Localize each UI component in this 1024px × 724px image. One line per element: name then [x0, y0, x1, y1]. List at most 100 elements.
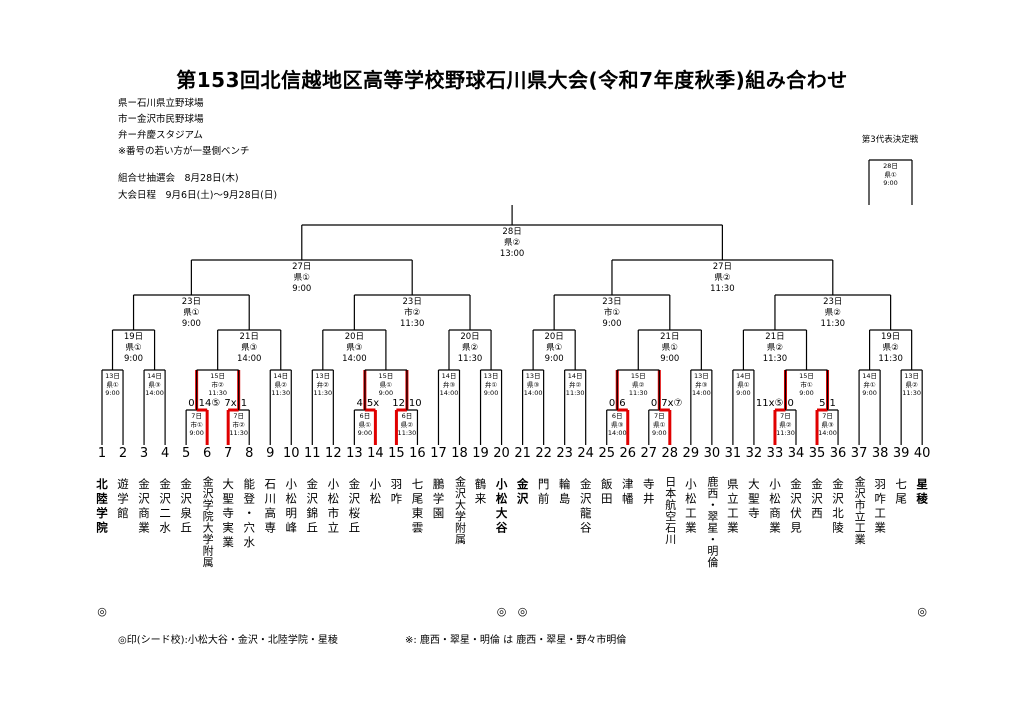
team-name: 大聖寺	[746, 478, 761, 522]
slot-number: 4	[160, 446, 170, 461]
match-venue: 県②	[824, 308, 841, 318]
match-venue: 県①	[358, 420, 372, 429]
match-date: 15日	[799, 372, 814, 380]
slot-number: 16	[409, 446, 426, 461]
team-name: 星稜	[915, 478, 930, 507]
team-name: 能登・穴水	[242, 478, 257, 551]
slot-number: 20	[493, 446, 510, 461]
match-venue: 県①	[661, 343, 678, 353]
match-venue: 県②	[400, 420, 414, 429]
score-right: 5x	[366, 398, 380, 409]
match-time: 14:00	[818, 429, 837, 437]
match-venue: 県②	[714, 273, 731, 283]
match-venue: 県②	[766, 343, 784, 353]
page-title: 第153回北信越地区高等学校野球石川県大会(令和7年度秋季)組み合わせ	[176, 68, 848, 92]
match-venue: 弁③	[442, 380, 456, 389]
match-venue: 県②	[779, 420, 792, 429]
team-name: 小松	[368, 478, 383, 507]
match-venue: 県②	[274, 380, 287, 389]
slot-number: 33	[766, 446, 784, 461]
team-name: 金沢桜丘	[347, 478, 362, 536]
joint-team-note: ※: 鹿西・翠星・明倫 は 鹿西・翠星・野々市明倫	[405, 635, 627, 646]
team-name: 羽咋工業	[873, 478, 888, 536]
team-name: 門前	[536, 478, 551, 507]
match-venue: 市①	[190, 420, 203, 429]
team-name: 金沢商業	[137, 478, 152, 536]
match-venue: 県①	[653, 420, 666, 429]
match-time: 9:00	[357, 429, 373, 437]
team-name: 鶴来	[473, 478, 488, 507]
slot-number: 8	[245, 446, 254, 461]
match-date: 15日	[630, 372, 646, 380]
score-right: 6	[619, 398, 626, 409]
seed-mark: ◎	[496, 605, 507, 618]
match-time: 9:00	[799, 389, 814, 397]
score-right: 1	[240, 398, 248, 409]
match-time: 9:00	[544, 354, 564, 364]
match-time: 9:00	[602, 319, 622, 329]
match-time: 11:30	[776, 429, 795, 437]
match-time: 11:30	[902, 389, 922, 397]
match-time: 11:30	[457, 354, 483, 364]
slot-number: 38	[871, 446, 889, 461]
team-name: 日本航空石川	[663, 476, 677, 545]
match-time: 9:00	[883, 179, 898, 187]
slot-number: 15	[388, 446, 405, 461]
slot-number: 37	[850, 446, 868, 461]
match-date: 13日	[693, 372, 709, 380]
team-name: 金沢大学附属	[453, 476, 467, 545]
match-venue: 県③	[241, 343, 258, 353]
team-name: 金沢学院大学附属	[201, 476, 215, 568]
match-date: 7日	[780, 412, 791, 420]
match-date: 20日	[344, 332, 365, 342]
match-date: 13日	[904, 372, 920, 380]
match-venue: 弁①	[484, 380, 498, 389]
team-name: 小松商業	[767, 478, 782, 536]
match-venue: 県①	[546, 343, 563, 353]
match-venue: 弁②	[316, 380, 329, 389]
seed-mark: ◎	[517, 605, 528, 618]
match-venue: 弁②	[569, 380, 582, 389]
match-venue: 弁①	[863, 380, 876, 389]
slot-number: 7	[224, 446, 233, 461]
team-name: 津幡	[620, 478, 635, 507]
team-name: 金沢錦丘	[305, 478, 320, 536]
match-date: 21日	[239, 332, 259, 342]
match-time: 11:30	[229, 429, 249, 437]
slot-number: 36	[829, 446, 847, 461]
match-venue: 市②	[404, 308, 421, 318]
team-name: 七尾東雲	[410, 478, 425, 536]
match-time: 11:30	[628, 389, 648, 397]
match-venue: 県①	[293, 273, 310, 283]
match-time: 11:30	[820, 319, 846, 329]
slot-number: 13	[346, 446, 363, 461]
match-time: 14:00	[607, 429, 627, 437]
slot-number: 39	[892, 446, 910, 461]
draw-date: 組合せ抽選会 8月28日(木)	[118, 173, 239, 184]
score-left: 4	[356, 398, 363, 409]
match-venue: 県③	[611, 420, 624, 429]
match-venue: 県①	[884, 170, 897, 179]
match-venue: 県②	[461, 343, 479, 353]
team-name: 金沢西	[810, 478, 825, 522]
slot-number: 31	[724, 446, 742, 461]
match-time: 11:30	[313, 389, 333, 397]
score-left: 7x	[224, 398, 237, 409]
